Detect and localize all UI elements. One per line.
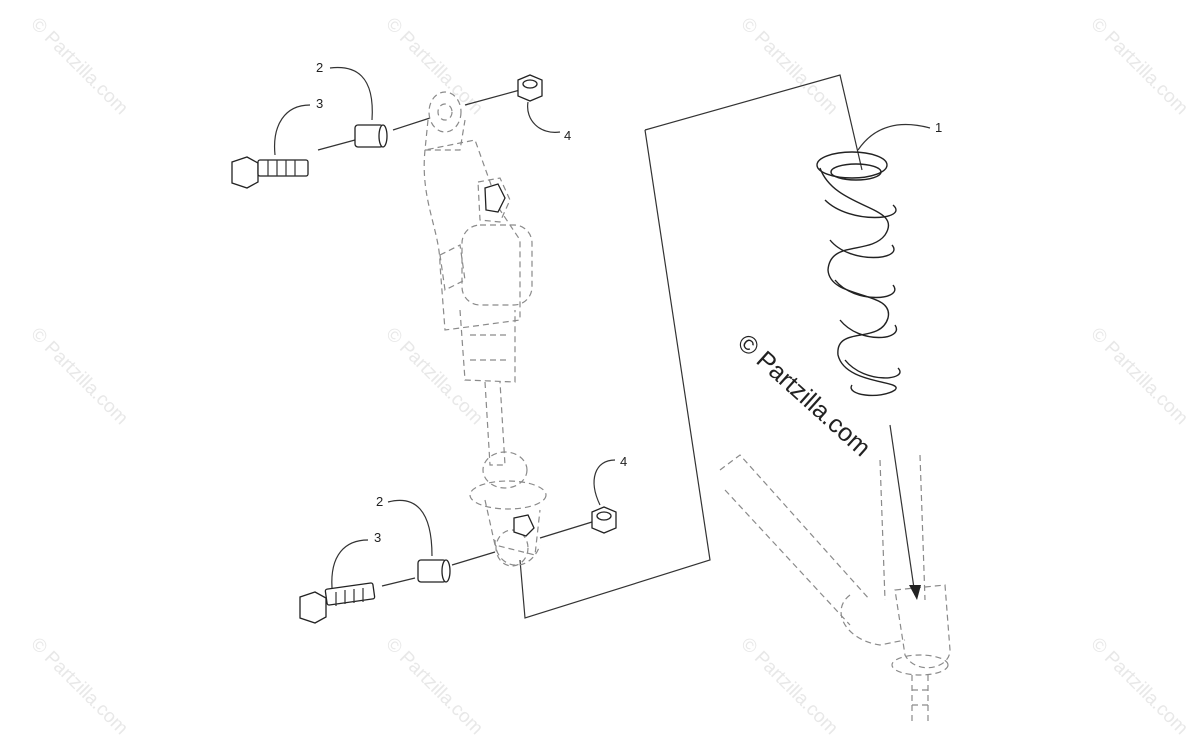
leader-lower-spacer — [387, 499, 433, 557]
watermark: © Partzilla.com — [1086, 14, 1191, 119]
leader-upper-bolt — [273, 104, 311, 156]
lower-adjuster-icon — [513, 514, 535, 537]
watermark: © Partzilla.com — [736, 634, 841, 739]
lower-nut — [591, 506, 617, 534]
watermark: © Partzilla.com — [26, 14, 131, 119]
callout-upper-spacer: 2 — [316, 60, 323, 75]
callout-spring: 1 — [935, 120, 942, 135]
upper-bolt-axis — [317, 139, 356, 151]
coil-spring — [816, 151, 901, 397]
leader-lower-nut — [593, 459, 616, 506]
watermark: © Partzilla.com — [381, 634, 486, 739]
upper-spacer-axis — [392, 117, 431, 131]
callout-lower-spacer: 2 — [376, 494, 383, 509]
watermark: © Partzilla.com — [26, 634, 131, 739]
upper-bolt — [231, 156, 309, 189]
lower-bolt-axis — [381, 577, 416, 587]
upper-nut-axis — [464, 89, 521, 106]
leader-upper-nut — [527, 101, 561, 133]
reservoir-valve-icon — [484, 183, 506, 213]
callout-lower-bolt: 3 — [374, 530, 381, 545]
control-arm-reference — [719, 454, 951, 725]
leader-upper-spacer — [329, 66, 373, 121]
lower-nut-axis — [539, 521, 593, 539]
watermark: © Partzilla.com — [1086, 634, 1191, 739]
assembly-bracket-line — [644, 74, 863, 171]
callout-lower-nut: 4 — [620, 454, 627, 469]
shock-absorber — [423, 91, 547, 567]
callout-upper-nut: 4 — [564, 128, 571, 143]
lower-spacer-axis — [451, 551, 496, 566]
arrow-head-icon — [909, 585, 921, 600]
watermark: © Partzilla.com — [736, 14, 841, 119]
assembly-bracket-line — [519, 129, 711, 619]
leader-lower-bolt — [331, 539, 369, 589]
spring-install-arrow — [889, 424, 916, 596]
watermark: © Partzilla.com — [1086, 324, 1191, 429]
leader-spring — [857, 123, 931, 151]
callout-upper-bolt: 3 — [316, 96, 323, 111]
watermark: © Partzilla.com — [381, 324, 486, 429]
lower-bolt — [299, 582, 376, 624]
upper-spacer — [354, 124, 388, 148]
main-watermark: © Partzilla.com — [732, 329, 876, 463]
watermark-layer: © Partzilla.com © Partzilla.com © Partzi… — [26, 14, 1191, 739]
lower-spacer — [417, 559, 451, 583]
watermark: © Partzilla.com — [26, 324, 131, 429]
upper-nut — [517, 74, 543, 102]
